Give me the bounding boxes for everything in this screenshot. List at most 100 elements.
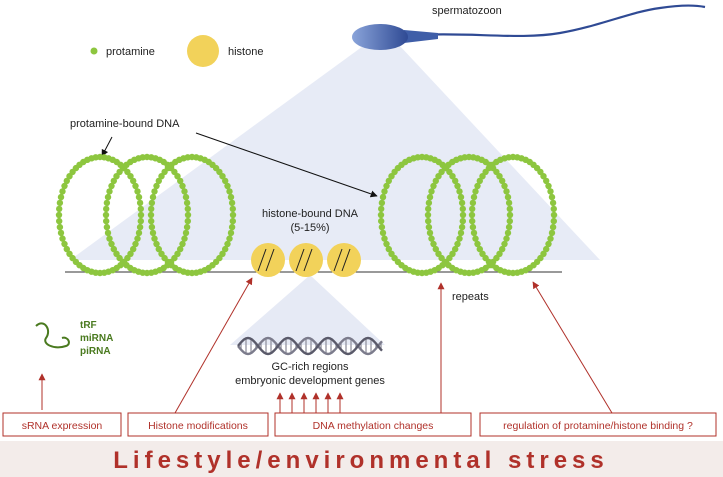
protamine-dot <box>425 199 433 207</box>
protamine-dot <box>379 193 387 201</box>
protamine-dot <box>377 211 385 219</box>
protamine-dot <box>110 177 118 185</box>
protamine-dot <box>456 235 463 242</box>
protamine-dot <box>457 193 465 201</box>
protamine-dot <box>184 211 192 219</box>
trf-label: tRF <box>80 320 97 331</box>
protamine-bound-dna-label: protamine-bound DNA <box>70 118 180 130</box>
protamine-dot <box>59 235 66 242</box>
protamine-dot <box>459 205 466 213</box>
protamine-dot <box>479 250 486 257</box>
protamine-dot <box>430 240 437 248</box>
histone-modification-arrow <box>174 277 253 414</box>
protamine-dot <box>135 193 143 201</box>
protamine-dot <box>103 223 111 231</box>
histone-nucleosome <box>289 243 323 277</box>
protamine-dot <box>428 235 435 242</box>
protamine-dot <box>148 205 155 213</box>
protamine-dot <box>470 193 478 201</box>
effect-box-binding: regulation of protamine/histone binding … <box>479 412 717 437</box>
protamine-toroid-left <box>55 153 237 277</box>
histone-projection-cone <box>230 275 385 345</box>
protamine-dot <box>501 240 508 248</box>
protamine-dot <box>476 177 483 185</box>
protamine-dot <box>459 217 466 225</box>
protamine-dot <box>56 205 63 213</box>
protamine-dot <box>378 205 385 213</box>
protamine-dot <box>381 235 388 242</box>
protamine-dot <box>547 235 554 242</box>
protamine-dot <box>549 223 557 231</box>
protamine-dot <box>56 199 64 207</box>
protamine-dot <box>228 199 236 207</box>
protamine-dot <box>66 250 73 257</box>
effect-box-srna: sRNA expression <box>2 412 122 437</box>
histone-bound-dna-label: histone-bound DNA <box>262 208 359 220</box>
protamine-dot <box>379 229 387 237</box>
effect-box-methylation: DNA methylation changes <box>274 412 472 437</box>
protamine-dot <box>226 188 233 195</box>
protamine-dot <box>432 245 439 253</box>
protamine-dot <box>468 211 476 219</box>
protamine-dot <box>61 240 68 248</box>
protamine-dot <box>130 177 137 185</box>
protamine-dot <box>385 177 392 185</box>
protamine-legend-label: protamine <box>106 46 155 58</box>
protamine-dot <box>153 240 160 248</box>
protamine-dot <box>174 173 181 180</box>
protamine-dot <box>106 188 113 195</box>
protamine-dot <box>148 217 155 225</box>
protamine-dot <box>136 199 144 207</box>
protamine-dot <box>57 193 65 201</box>
protamine-dot <box>108 182 115 190</box>
histone-nucleosome <box>251 243 285 277</box>
protamine-dot <box>476 245 483 253</box>
protamine-dot <box>550 211 558 219</box>
protamine-dot <box>104 229 112 237</box>
protamine-dot <box>147 211 155 219</box>
protamine-dot <box>57 229 65 237</box>
protamine-dot <box>61 182 68 190</box>
protamine-dot <box>177 177 184 185</box>
protamine-dot <box>504 193 512 201</box>
double-helix-icon <box>237 336 383 356</box>
protamine-dot <box>151 235 158 242</box>
protamine-dot <box>435 250 442 257</box>
protamine-dot <box>426 229 434 237</box>
protamine-dot <box>469 199 477 207</box>
protamine-dot <box>113 250 120 257</box>
protamine-dot <box>148 199 156 207</box>
footer-band <box>0 441 723 477</box>
protamine-dot <box>504 229 512 237</box>
protamine-dot <box>134 235 141 242</box>
protamine-dot <box>503 188 510 195</box>
protamine-dot <box>149 193 157 201</box>
protamine-dot <box>227 193 235 201</box>
protamine-dot <box>179 240 186 248</box>
protamine-dot <box>56 223 64 231</box>
protamine-dot <box>155 245 162 253</box>
protamine-dot <box>59 188 66 195</box>
protamine-dot <box>548 193 556 201</box>
protamine-arrow-right <box>195 132 378 198</box>
protamine-dot <box>545 182 552 190</box>
protamine-dot <box>543 177 550 185</box>
protamine-dot <box>184 205 191 213</box>
protamine-dot <box>224 240 231 248</box>
protamine-dot <box>63 177 70 185</box>
histone-bound-pct-label: (5-15%) <box>290 222 329 234</box>
protamine-dot <box>456 188 463 195</box>
pirna-label: piRNA <box>80 346 111 357</box>
protamine-dot <box>449 173 456 180</box>
protamine-dot <box>383 182 390 190</box>
protamine-dot <box>182 193 190 201</box>
protamine-dot <box>106 235 113 242</box>
box-label: sRNA expression <box>22 420 103 432</box>
protamine-dot <box>151 188 158 195</box>
spermatozoon-icon <box>352 4 706 50</box>
lifestyle-stress-title: Lifestyle/environmental stress <box>113 447 608 474</box>
protamine-dot <box>184 217 191 225</box>
protamine-dot <box>548 229 556 237</box>
protamine-dot <box>378 217 385 225</box>
